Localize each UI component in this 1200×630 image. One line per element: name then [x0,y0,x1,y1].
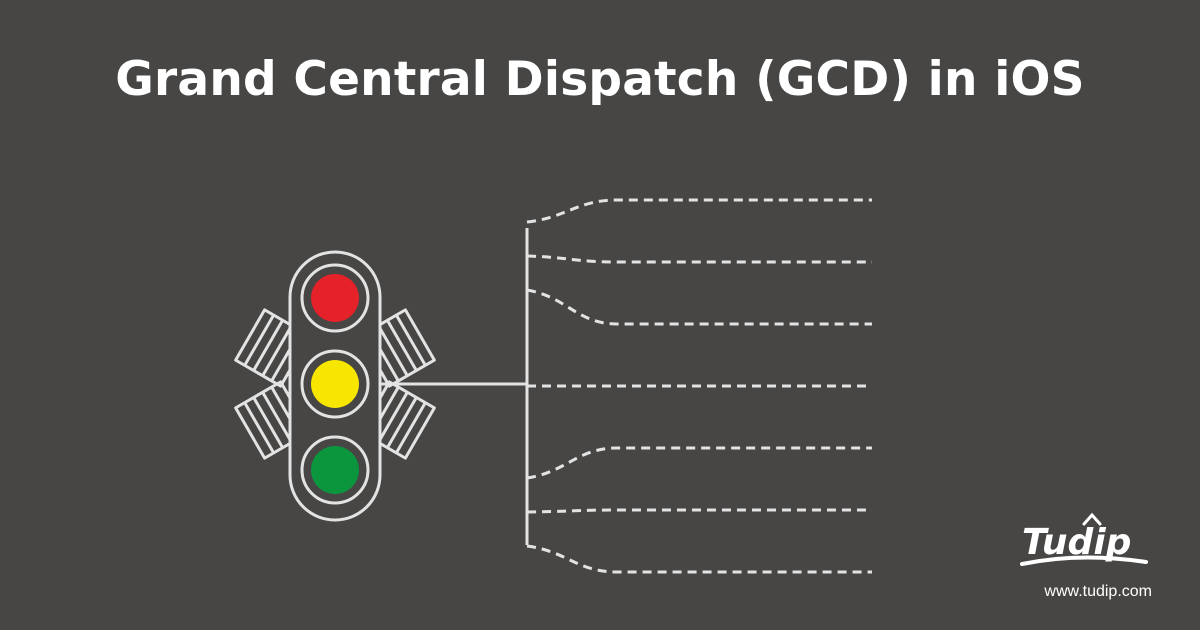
yellow-light-ring [300,349,370,419]
red-light-ring [300,263,370,333]
crosswalk-stripe [377,391,409,444]
dispatch-lane [526,288,872,326]
crosswalk-stripe [252,396,284,449]
green-light-ring [300,435,370,505]
traffic-light [288,250,382,522]
dispatch-lane [526,508,872,514]
crosswalk-stripe [243,314,275,367]
crosswalk-stripe [252,319,284,372]
dispatch-lane [526,544,872,574]
dispatch-lane [526,198,872,224]
crosswalk-stripe [261,391,293,444]
website-url: www.tudip.com [1044,583,1152,600]
crosswalk-stripe [386,319,418,372]
dispatch-lane [526,254,872,264]
crosswalk-stripe [395,401,427,454]
green-light [311,446,359,494]
crosswalk-stripe [395,314,427,367]
crosswalk-stripe [261,324,293,377]
dispatch-lane [526,446,872,480]
red-light [311,274,359,322]
crosswalk-stripe [386,396,418,449]
yellow-light [311,360,359,408]
crosswalk-stripe [377,324,409,377]
crosswalk-stripe [243,401,275,454]
page-title: Grand Central Dispatch (GCD) in iOS [115,52,1085,107]
dispatch-lines [380,198,872,574]
crosswalk-band-b [234,308,436,460]
tudip-logo: Tudip [1020,512,1148,566]
